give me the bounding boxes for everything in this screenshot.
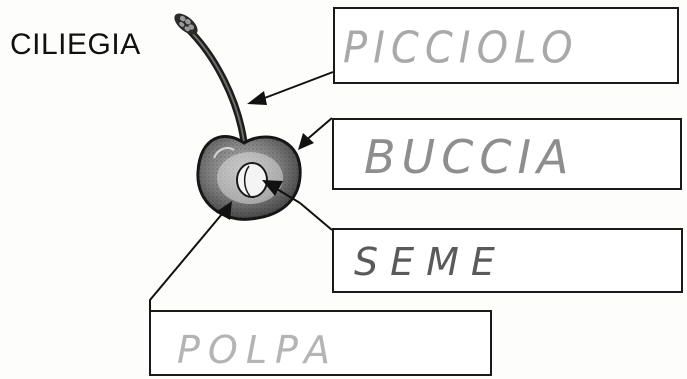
label-polpa: POLPA <box>177 328 338 372</box>
cherry-pulp <box>217 152 283 204</box>
label-box-seme[interactable]: SEME <box>332 228 683 293</box>
label-arrowheads <box>216 91 314 220</box>
diagram-title: CILIEGIA <box>10 28 141 62</box>
cherry-body <box>198 137 300 220</box>
label-box-polpa[interactable]: POLPA <box>149 310 492 376</box>
label-seme: SEME <box>354 240 507 284</box>
label-box-buccia[interactable]: BUCCIA <box>332 118 682 190</box>
label-buccia: BUCCIA <box>364 130 575 184</box>
label-connectors <box>150 72 333 313</box>
stem-tip <box>171 10 201 39</box>
cherry-stem <box>187 28 244 142</box>
label-box-picciolo[interactable]: PICCIOLO <box>333 7 679 84</box>
cherry-seed <box>237 163 267 197</box>
label-picciolo: PICCIOLO <box>343 23 579 74</box>
